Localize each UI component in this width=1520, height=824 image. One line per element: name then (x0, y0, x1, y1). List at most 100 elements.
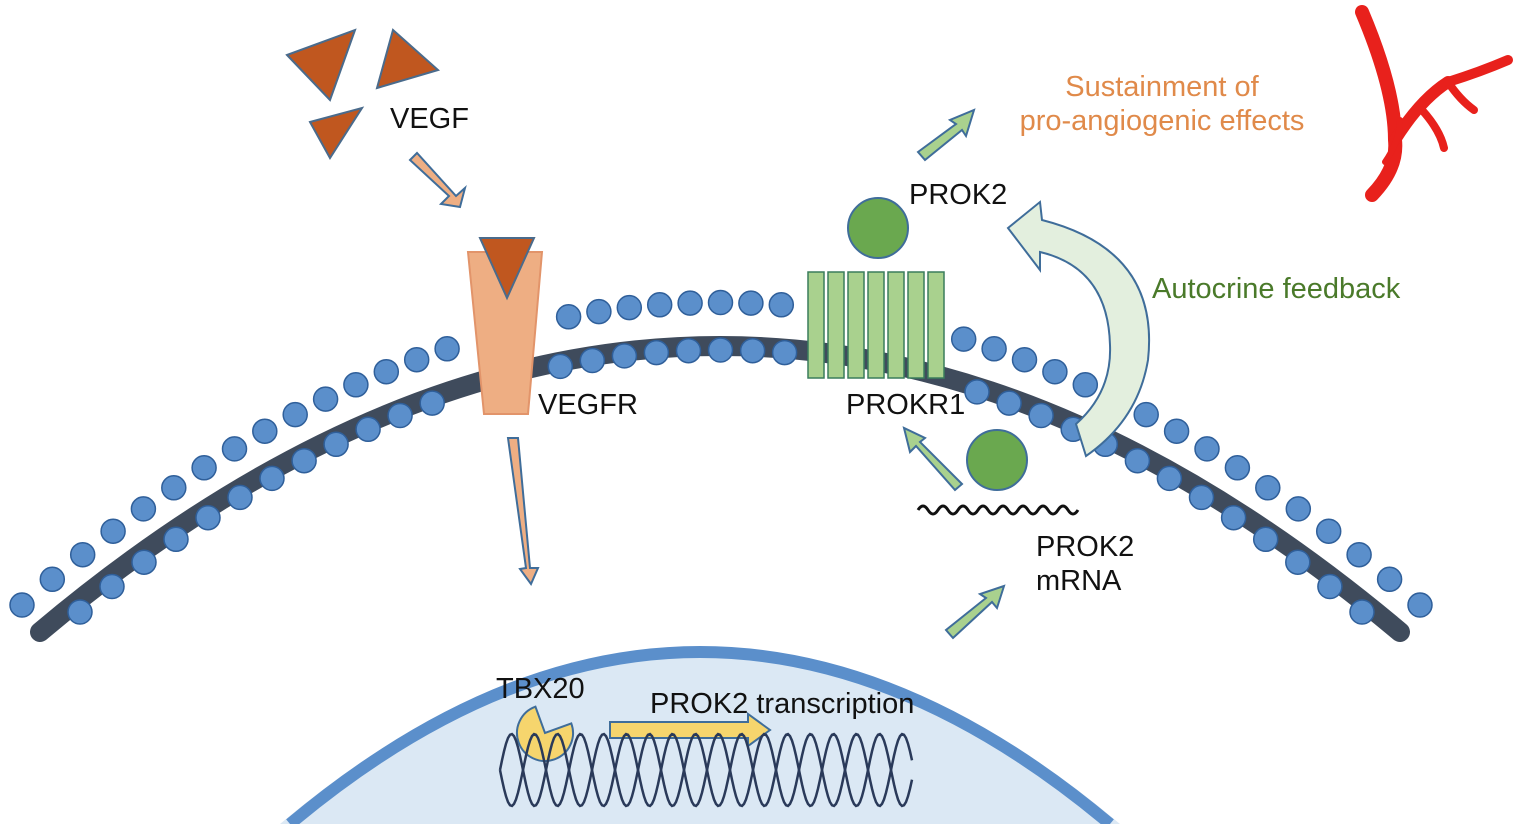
lipid-head (616, 294, 643, 321)
blood-vessel-icon (1355, 5, 1513, 202)
transmembrane-helix (867, 271, 885, 379)
lipid-head (131, 549, 157, 575)
transmembrane-helix (907, 271, 925, 379)
prok2-ligand: PROK2 (847, 179, 1007, 259)
autocrine-label: Autocrine feedback (1152, 273, 1401, 305)
sustainment-arrow (916, 108, 976, 162)
dna-helix (498, 732, 914, 808)
lipid-head (555, 304, 582, 330)
lipid-head (1163, 418, 1190, 444)
lipid-head (282, 401, 308, 428)
lipid-head (343, 372, 369, 398)
prok2-mrna-group: PROK2 mRNA (902, 426, 1134, 597)
inner-lipid-layer (67, 337, 1375, 625)
lipid-head (1156, 465, 1183, 492)
transmembrane-helix (887, 271, 905, 379)
lipid-head (547, 353, 574, 380)
lipid-head (646, 292, 673, 318)
lipid-head (1011, 346, 1038, 373)
prok2-label: PROK2 (909, 179, 1007, 211)
transcription-label: PROK2 transcription (650, 688, 914, 720)
vegfr-label: VEGFR (538, 389, 638, 421)
lipid-head (1188, 484, 1215, 511)
lipid-head (1194, 436, 1220, 462)
lipid-head (1285, 496, 1312, 522)
sustainment-text: Sustainment of pro-angiogenic effects (1020, 71, 1305, 137)
sustainment-line-2: pro-angiogenic effects (1020, 105, 1305, 137)
lipid-head (99, 573, 125, 600)
lipid-head (1407, 592, 1433, 618)
lipid-head (221, 436, 248, 462)
lipid-head (100, 518, 126, 544)
lipid-head (67, 599, 93, 625)
lipid-head (675, 337, 702, 364)
lipid-head (227, 484, 253, 511)
sustainment-line-1: Sustainment of (1065, 71, 1259, 103)
nuclear-envelope (286, 646, 1114, 824)
lipid-head (312, 386, 339, 412)
lipid-head (677, 290, 703, 316)
lipid-head (1252, 526, 1279, 553)
lipid-head (355, 416, 381, 443)
lipid-head (707, 337, 734, 363)
vegf-ligands: VEGF (285, 28, 469, 160)
lipid-head (191, 455, 217, 481)
lipid-head (996, 390, 1022, 416)
vegf-to-receptor-arrow (408, 151, 467, 209)
lipid-head (403, 346, 430, 373)
prokr1-receptor (807, 271, 945, 379)
receptor-to-nucleus-arrow (506, 437, 540, 586)
lipid-head (387, 402, 413, 429)
mrna-to-receptor-arrow (902, 426, 964, 492)
mrna-strand (916, 504, 1080, 516)
transmembrane-helix (807, 271, 825, 379)
lipid-head (195, 504, 221, 531)
lipid-head (768, 292, 795, 318)
lipid-head (1349, 599, 1375, 625)
prok2-mrna-label-1: PROK2 (1036, 531, 1134, 563)
lipid-head (1124, 447, 1151, 474)
lipid-head (771, 339, 798, 366)
lipid-head (1133, 401, 1159, 428)
autocrine-feedback-arrow: Autocrine feedback (1006, 200, 1401, 458)
lipid-head (707, 289, 734, 316)
lipid-head (1315, 518, 1342, 544)
lipid-head (1042, 358, 1068, 385)
lipid-head (1028, 402, 1054, 429)
transmembrane-helix (847, 271, 865, 379)
cell-membrane (9, 289, 1433, 642)
vegfr-receptor: VEGFR (466, 237, 638, 421)
bound-vegf (478, 237, 536, 301)
lipid-head (643, 339, 670, 366)
lipid-head (611, 343, 638, 369)
transcription-arrow: PROK2 transcription (609, 688, 914, 748)
lipid-head (1346, 541, 1372, 568)
outer-lipid-layer (9, 289, 1433, 618)
transmembrane-helix (927, 271, 945, 379)
vegf-triangle (308, 106, 365, 160)
lipid-head (163, 526, 189, 553)
lipid-head (1285, 549, 1311, 575)
tbx20-factor: TBX20 (496, 673, 585, 762)
lipid-head (1072, 372, 1099, 398)
lipid-head (586, 298, 612, 325)
lipid-head (434, 336, 460, 362)
lipid-head (1220, 504, 1247, 531)
prokr1-label: PROKR1 (846, 389, 965, 421)
lipid-head (739, 337, 766, 364)
lipid-head (738, 290, 764, 316)
lipid-head (291, 447, 317, 474)
lipid-head (981, 336, 1007, 362)
lipid-head (323, 431, 349, 458)
vegf-triangle (285, 28, 357, 102)
transmembrane-helix (827, 271, 845, 379)
lipid-head (130, 496, 157, 522)
lipid-head (1317, 573, 1343, 600)
lipid-head (950, 326, 977, 352)
lipid-head (259, 465, 285, 492)
lipid-head (419, 390, 445, 416)
lipid-head (373, 358, 400, 385)
lipid-head (1376, 566, 1403, 593)
dna-strand-2 (498, 732, 914, 808)
